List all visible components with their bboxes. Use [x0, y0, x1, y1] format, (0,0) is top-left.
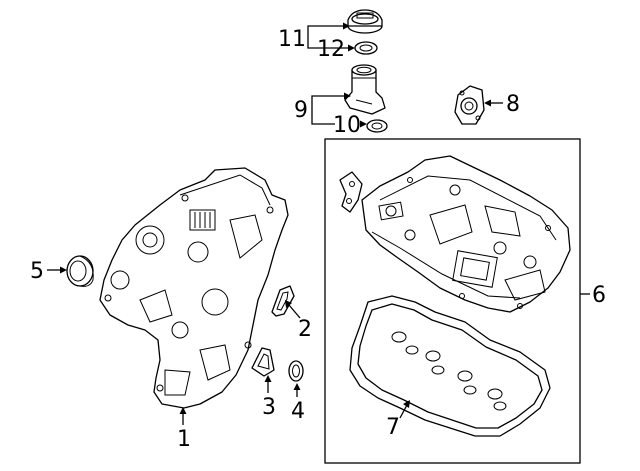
callout-5: 5	[30, 259, 44, 284]
oil-filler-cap	[347, 9, 383, 34]
cap-seal	[354, 41, 378, 55]
valve-cover-gasket	[349, 295, 551, 437]
leader-lines	[47, 22, 590, 425]
callout-7: 7	[386, 415, 400, 440]
callout-11: 11	[278, 27, 306, 52]
timing-cover	[99, 167, 289, 409]
neck-o-ring	[366, 119, 388, 133]
o-ring	[288, 360, 304, 382]
callout-10: 10	[333, 113, 361, 138]
valve-cover-group-box	[324, 138, 581, 464]
callout-1: 1	[177, 427, 191, 452]
callout-6: 6	[592, 283, 606, 308]
cover-plug	[454, 85, 485, 125]
callout-8: 8	[506, 92, 520, 117]
cover-bracket	[339, 171, 363, 213]
valve-cover	[361, 155, 571, 313]
small-gasket	[251, 347, 275, 377]
oil-filler-neck	[344, 64, 386, 115]
callout-3: 3	[262, 395, 276, 420]
callout-2: 2	[298, 317, 312, 342]
callout-9: 9	[294, 98, 308, 123]
callout-12: 12	[317, 37, 345, 62]
cover-gasket	[271, 285, 295, 317]
front-seal	[66, 255, 94, 287]
callout-4: 4	[291, 399, 305, 424]
